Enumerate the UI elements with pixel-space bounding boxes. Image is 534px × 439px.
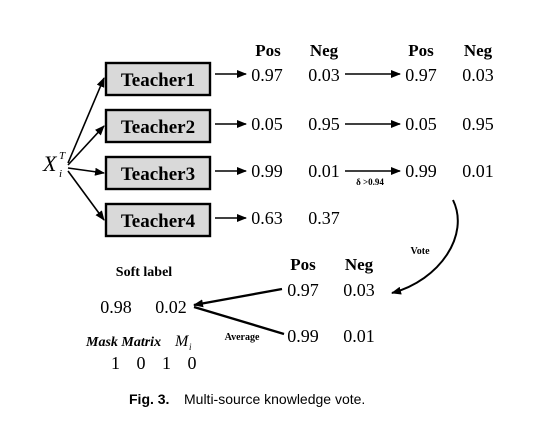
selected1-pos: 0.97: [405, 65, 437, 85]
teacher1-neg: 0.03: [308, 65, 340, 85]
vote-header-neg: Neg: [345, 255, 374, 274]
teacher-output-arrows: [215, 70, 247, 222]
teacher-predictions: 0.97 0.03 0.05 0.95 0.99 0.01 0.63 0.37: [251, 65, 340, 228]
teacher-boxes: Teacher1 Teacher2 Teacher3 Teacher4: [104, 61, 212, 238]
teacher4-label: Teacher4: [121, 211, 196, 232]
teacher2-neg: 0.95: [308, 114, 340, 134]
arrow-to-teacher4: [67, 170, 105, 221]
teacher4-neg: 0.37: [308, 208, 340, 228]
selected3-pos: 0.99: [405, 161, 437, 181]
average-arrows: [193, 287, 285, 336]
selected3-neg: 0.01: [462, 161, 494, 181]
input-arrows: [67, 77, 105, 221]
vote-row2-pos: 0.99: [287, 326, 319, 346]
teacher1-pos: 0.97: [251, 65, 283, 85]
soft-label-title: Soft label: [116, 265, 173, 280]
selected2-pos: 0.05: [405, 114, 437, 134]
soft-label-neg: 0.02: [155, 297, 187, 317]
selected1-neg: 0.03: [462, 65, 494, 85]
threshold-label: δ >0.94: [356, 177, 384, 187]
mask-matrix-title: Mask Matrix: [85, 335, 161, 350]
selected-header-neg: Neg: [464, 41, 493, 60]
input-label-sup: T: [59, 150, 66, 162]
teacher2-pos: 0.05: [251, 114, 283, 134]
teacher3-box: Teacher3: [104, 155, 212, 191]
input-label-sub: i: [59, 168, 62, 180]
vote-row1-neg: 0.03: [343, 280, 375, 300]
caption-label: Fig. 3.: [129, 391, 169, 407]
average-arrow-top: [193, 287, 283, 308]
input-label: X T i: [42, 150, 66, 180]
selected-header-pos: Pos: [408, 41, 434, 60]
soft-label-pos: 0.98: [100, 297, 132, 317]
teacher1-label: Teacher1: [121, 70, 195, 91]
teacher-header-neg: Neg: [310, 41, 339, 60]
teacher3-neg: 0.01: [308, 161, 340, 181]
average-label: Average: [225, 332, 260, 343]
caption-text: Multi-source knowledge vote.: [184, 391, 365, 407]
selection-arrows: [345, 70, 401, 175]
vote-row2-neg: 0.01: [343, 326, 375, 346]
teacher4-box: Teacher4: [104, 202, 212, 238]
teacher-header-pos: Pos: [255, 41, 281, 60]
mask-matrix-values: 1 0 1 0: [111, 353, 203, 373]
selected2-neg: 0.95: [462, 114, 494, 134]
teacher1-box: Teacher1: [104, 61, 212, 97]
vote-row1-pos: 0.97: [287, 280, 319, 300]
vote-label: Vote: [410, 246, 430, 257]
teacher4-pos: 0.63: [251, 208, 283, 228]
arrow-to-teacher1: [67, 77, 105, 164]
teacher3-label: Teacher3: [121, 164, 195, 185]
vote-result-values: 0.97 0.03 0.99 0.01: [287, 280, 375, 346]
mask-matrix-symbol-sub: i: [189, 342, 192, 352]
vote-arrow: [391, 199, 459, 295]
mask-matrix-symbol: M: [174, 333, 190, 350]
average-arrow-bottom: [193, 305, 285, 336]
vote-header-pos: Pos: [290, 255, 316, 274]
teacher2-label: Teacher2: [121, 117, 195, 138]
arrow-to-teacher2: [67, 125, 105, 166]
selected-predictions: 0.97 0.03 0.05 0.95 0.99 0.01: [405, 65, 494, 181]
figure-caption: Fig. 3. Multi-source knowledge vote.: [129, 391, 365, 407]
teacher3-pos: 0.99: [251, 161, 283, 181]
teacher2-box: Teacher2: [104, 108, 212, 144]
arrow-to-teacher3: [67, 167, 105, 176]
input-label-base: X: [42, 151, 58, 176]
